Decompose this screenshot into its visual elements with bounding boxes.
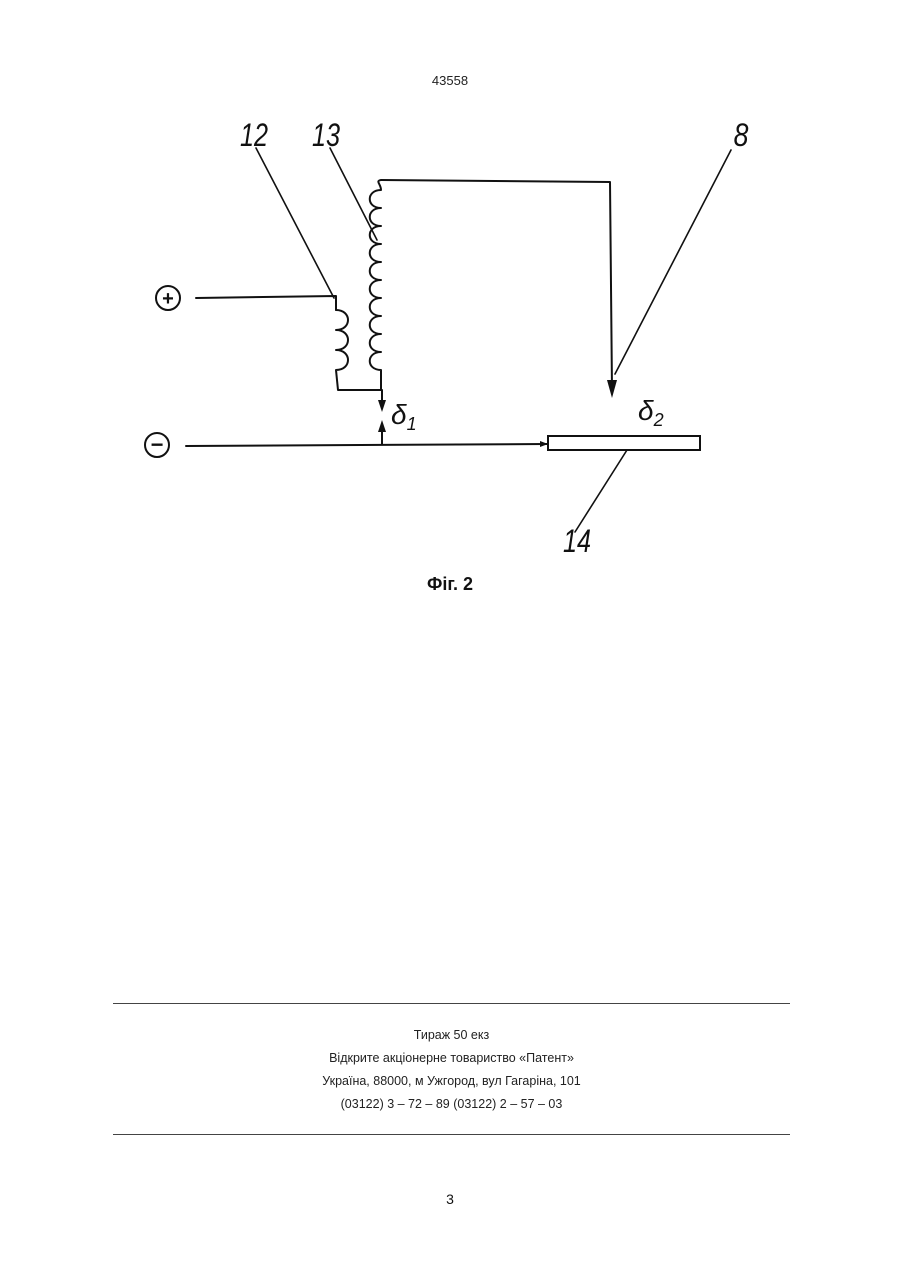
label-12: 12: [240, 118, 268, 154]
delta2-subscript: 2: [653, 410, 664, 430]
publisher-address: Україна, 88000, м Ужгород, вул Гагаріна,…: [113, 1070, 790, 1093]
footer-bottom-rule: [113, 1134, 790, 1135]
leader-14: [575, 450, 627, 532]
arrow-contact-8: [607, 380, 617, 398]
minus-sign: −: [151, 432, 164, 457]
plus-sign: +: [162, 288, 174, 310]
publisher-name: Відкрите акціонерне товариство «Патент»: [113, 1047, 790, 1070]
arrow-delta1-down: [378, 400, 386, 412]
delta1-subscript: 1: [407, 414, 417, 434]
publisher-phones: (03122) 3 – 72 – 89 (03122) 2 – 57 – 03: [113, 1093, 790, 1116]
label-13: 13: [312, 118, 340, 154]
imprint-text: Тираж 50 екз Відкрите акціонерне товарис…: [113, 1004, 790, 1134]
plus-lead-wire: [196, 296, 336, 310]
label-delta2: δ2: [638, 395, 664, 430]
delta1-symbol: δ: [391, 399, 407, 430]
print-run: Тираж 50 екз: [113, 1024, 790, 1047]
contact-plate-14: [548, 436, 700, 450]
minus-line: [186, 444, 548, 446]
leader-8: [615, 150, 731, 374]
label-delta1: δ1: [391, 399, 417, 434]
imprint-footer: Тираж 50 екз Відкрите акціонерне товарис…: [113, 1003, 790, 1135]
figure-caption: Фіг. 2: [0, 574, 900, 595]
delta2-symbol: δ: [638, 395, 654, 426]
label-8: 8: [734, 118, 749, 154]
circuit-diagram: + − 12 13 8 14 δ1 δ2: [0, 0, 900, 620]
arrow-wire-14: [540, 441, 548, 447]
coil-13: [370, 180, 612, 390]
arrow-delta1-up: [378, 420, 386, 432]
leader-13: [330, 148, 377, 240]
page-number: 3: [0, 1191, 900, 1207]
label-14: 14: [563, 524, 591, 560]
leader-12: [256, 148, 334, 298]
